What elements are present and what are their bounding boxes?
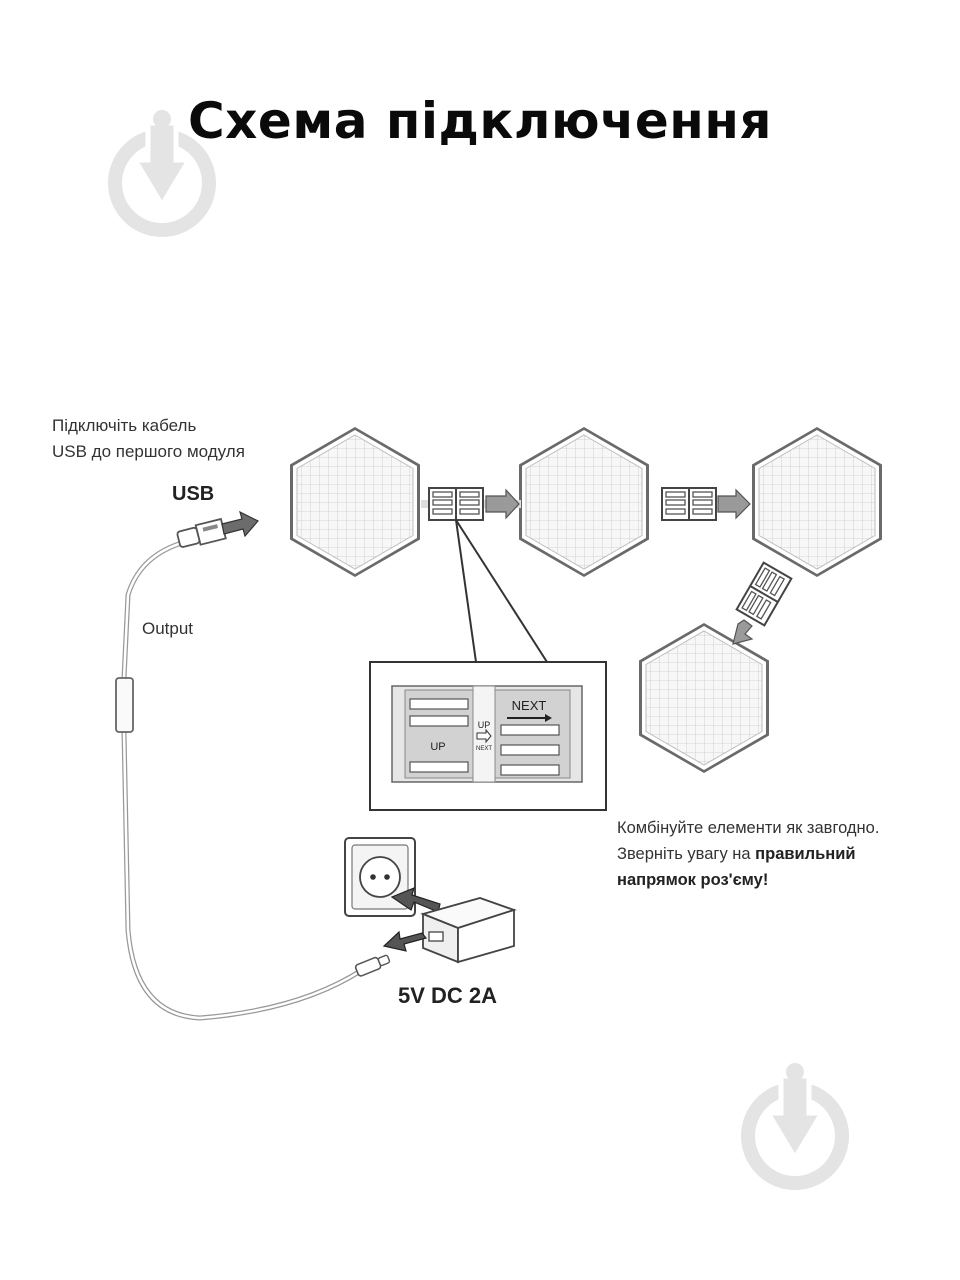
voltage-label: 5V DC 2A xyxy=(398,983,498,1008)
instruction-line-2: USB до першого модуля xyxy=(52,442,245,461)
output-label: Output xyxy=(142,619,194,638)
connector-2 xyxy=(661,487,751,521)
detail-next-label: NEXT xyxy=(512,698,547,713)
usb-label: USB xyxy=(172,483,215,505)
combination-note: Комбінуйте елементи як завгодно. Зверніт… xyxy=(617,815,879,893)
watermark-logo-icon xyxy=(108,110,216,237)
connector-detail: UP NEXT UP NEXT xyxy=(369,661,607,811)
note-line-1: Комбінуйте елементи як завгодно. xyxy=(617,819,880,837)
usb-cable xyxy=(121,539,365,1021)
detail-mid-next-label: NEXT xyxy=(476,746,492,752)
adapter-arrow-icon xyxy=(382,930,428,952)
page-title: Схема підключення xyxy=(187,92,773,150)
note-line-3: напрямок роз'єму! xyxy=(617,871,769,889)
usb-c-plug-icon xyxy=(354,954,391,977)
instruction-line-1: Підключіть кабель xyxy=(52,416,197,435)
usb-plug-icon xyxy=(176,517,227,548)
connector-3 xyxy=(735,561,793,627)
socket-arrow-icon xyxy=(390,886,441,913)
hexagon-light-module-3 xyxy=(751,426,883,578)
direction-arrow-icon xyxy=(732,619,754,645)
power-adapter-icon xyxy=(420,897,517,964)
hexagon-light-module-4 xyxy=(638,622,770,774)
watermark-logo-icon xyxy=(741,1063,849,1190)
detail-up-label: UP xyxy=(430,741,445,753)
detail-mid-up-label: UP xyxy=(478,720,491,730)
hexagon-light-module-2 xyxy=(518,426,650,578)
note-line-2: Зверніть увагу на правильний xyxy=(617,845,856,863)
connector-1 xyxy=(421,487,521,521)
hexagon-light-module-1 xyxy=(289,426,421,578)
usb-arrow-icon xyxy=(221,510,259,538)
cable-controller xyxy=(115,677,134,733)
instruction-text: Підключіть кабель USB до першого модуля xyxy=(52,413,245,465)
